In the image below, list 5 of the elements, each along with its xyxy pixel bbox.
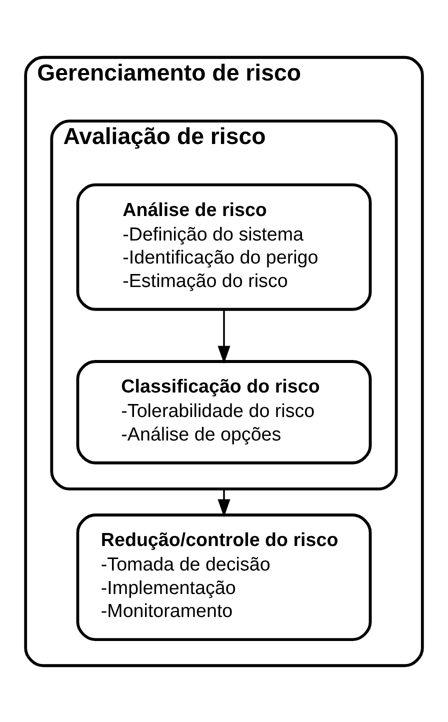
arrow [218,308,230,364]
node-box: Classificação do risco -Tolerabilidade do risco -Análise de opções [76,360,372,464]
arrow [218,488,230,517]
node-box: Análise de risco -Definição do sistema -Identificação do perigo -Estimação do risco [76,182,372,310]
node-box: Redução/controle do risco -Tomada de decisão -Implementação -Monitoramento [76,513,372,640]
